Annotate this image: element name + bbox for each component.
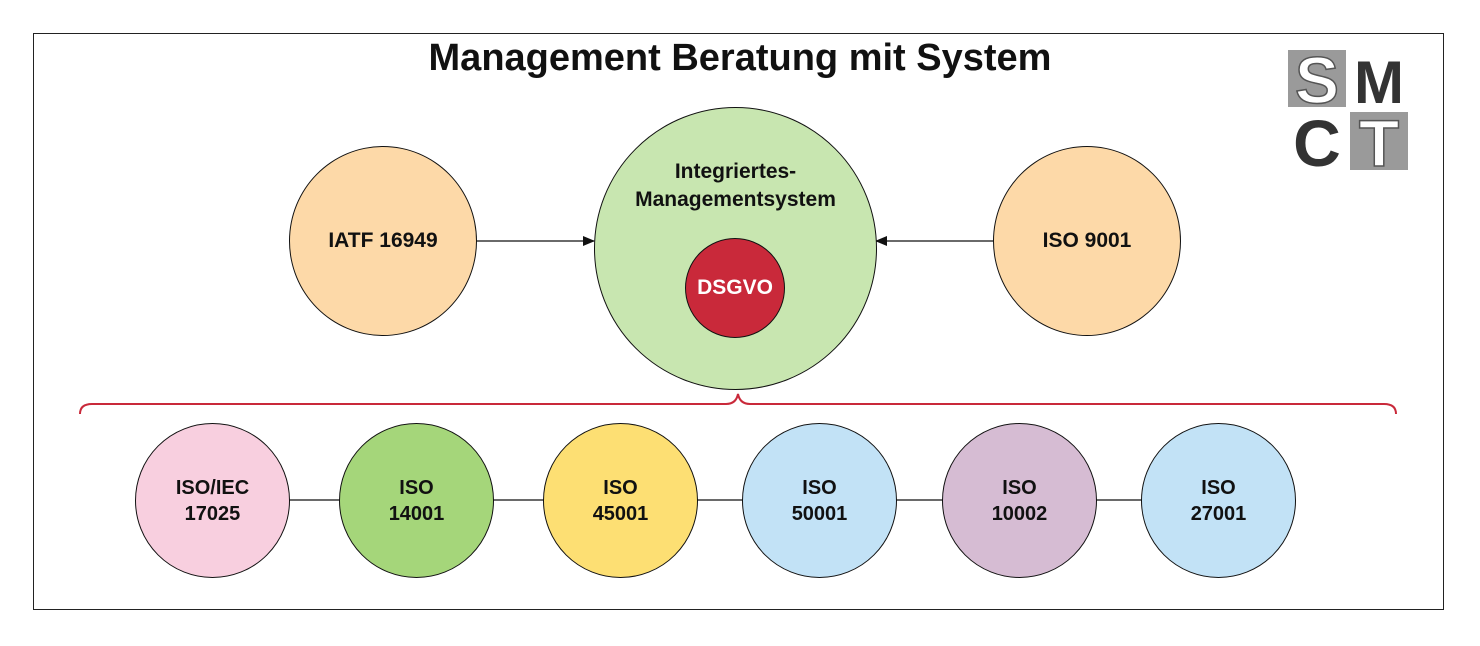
iso9001-label: ISO 9001: [1042, 229, 1132, 252]
logo-letter-s: S: [1295, 50, 1339, 117]
standard-label-line1: ISO: [802, 476, 837, 499]
standard-circle-iso-iec-17025: ISO/IEC 17025: [135, 423, 290, 578]
standard-label-line2: 27001: [1190, 502, 1247, 525]
standard-label-line1: ISO: [1002, 476, 1037, 499]
dsgvo-circle: DSGVO: [685, 238, 785, 338]
standard-circle-iso-27001: ISO 27001: [1141, 423, 1296, 578]
standard-label-line2: 50001: [791, 502, 848, 525]
standard-label-line1: ISO: [1201, 476, 1236, 499]
curly-brace: [79, 393, 1397, 415]
standard-label-line2: 14001: [388, 502, 445, 525]
standard-label-line1: ISO: [399, 476, 434, 499]
iso9001-circle: ISO 9001: [993, 146, 1181, 336]
standard-circle-iso-14001: ISO 14001: [339, 423, 494, 578]
integrated-system-label-2: Managementsystem: [635, 188, 836, 211]
iatf-circle: IATF 16949: [289, 146, 477, 336]
logo-letter-m: M: [1354, 50, 1404, 116]
smct-logo: S M C T: [1288, 50, 1408, 172]
logo-letter-t: T: [1359, 106, 1399, 172]
standard-label-line2: 45001: [592, 502, 649, 525]
standard-label-line2: 17025: [184, 502, 241, 525]
standard-circle-iso-50001: ISO 50001: [742, 423, 897, 578]
page-title: Management Beratung mit System: [428, 37, 1052, 79]
iatf-label: IATF 16949: [328, 229, 438, 252]
standard-label-line1: ISO/IEC: [175, 476, 250, 499]
integrated-system-label-1: Integriertes-: [674, 160, 797, 183]
standard-label-line1: ISO: [603, 476, 638, 499]
dsgvo-label: DSGVO: [697, 276, 773, 299]
standard-circle-iso-10002: ISO 10002: [942, 423, 1097, 578]
standard-circle-iso-45001: ISO 45001: [543, 423, 698, 578]
logo-letter-c: C: [1293, 106, 1341, 172]
diagram-frame: [33, 33, 1444, 610]
standard-label-line2: 10002: [991, 502, 1048, 525]
